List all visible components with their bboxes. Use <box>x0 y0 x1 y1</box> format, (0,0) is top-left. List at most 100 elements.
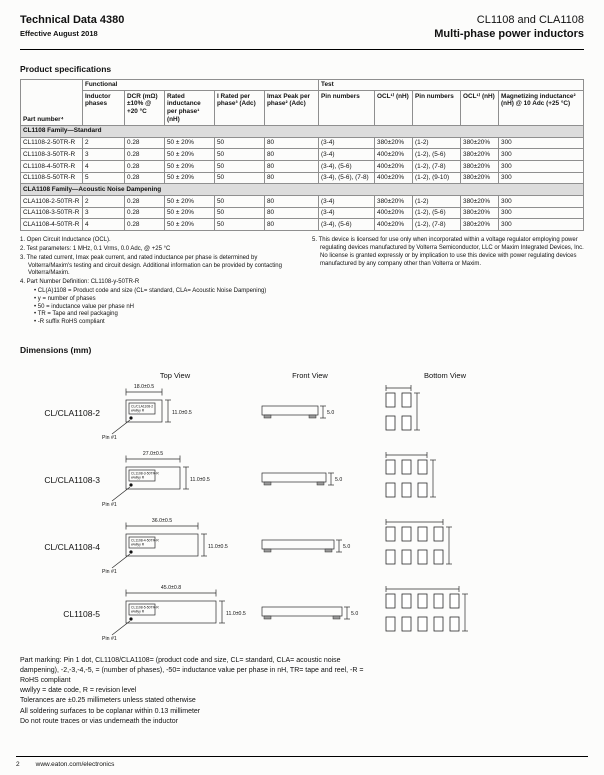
table-cell: 300 <box>498 136 584 150</box>
table-cell: 380±20% <box>460 206 500 220</box>
table-cell: (3-4) <box>318 136 376 150</box>
footnotes-left: 1. Open Circuit Inductance (OCL). 2. Tes… <box>20 237 292 327</box>
width-dimension-label: 27.0±0.5 <box>143 451 163 457</box>
front-dimension-label: 5.0 <box>327 410 334 416</box>
table-cell: 50 <box>214 160 265 173</box>
table-cell: 380±20% <box>460 160 500 173</box>
table-cell: (1-2), (7-8) <box>412 218 462 232</box>
table-cell: 50 ± 20% <box>164 206 215 220</box>
table-cell: 300 <box>498 195 584 208</box>
table-cell: 0.28 <box>124 148 165 161</box>
table-cell: 300 <box>498 171 584 185</box>
column-header: I Rated per phase³ (Adc) <box>214 90 265 126</box>
marking-line1: CL1108-5-50TR-R <box>131 605 159 609</box>
part-number-cell: CL1108-3-50TR-R <box>20 148 83 161</box>
part-marking-notes: Part marking: Pin 1 dot, CL1108/CLA1108=… <box>20 656 380 727</box>
table-cell: 380±20% <box>460 195 500 208</box>
part-number-cell: CLA1108-2-50TR-R <box>20 195 83 208</box>
table-cell: 0.28 <box>124 171 165 185</box>
table-cell: 80 <box>263 136 320 150</box>
pin1-label: Pin #1 <box>102 636 117 642</box>
table-cell: 5 <box>82 171 125 185</box>
table-cell: 400±20% <box>374 148 414 161</box>
height-dimension-label: 11.0±0.5 <box>208 544 228 550</box>
dimension-row: CL/CLA1108-3 27.0±0.5 11.0±0.5 CL1108-3-… <box>20 447 584 514</box>
dimension-row: CL/CLA1108-2 18.0±0.5 11.0±0.5 CL/CLA110… <box>20 380 584 447</box>
front-view-drawing: 5.0 <box>252 592 372 637</box>
column-header: Magnetizing inductance² (nH) @ 10 Adc (+… <box>498 90 584 126</box>
table-cell: 4 <box>82 160 125 173</box>
note-line: Tolerances are ±0.25 millimeters unless … <box>20 697 196 705</box>
table-cell: 0.28 <box>124 218 165 232</box>
table-cell: 80 <box>263 171 320 185</box>
marking-line1: CL/CLA1108-2 <box>131 404 153 408</box>
view-headers: Top View Front View Bottom View <box>20 371 584 380</box>
note-line: wwllyy = date code, R = revision level <box>20 687 137 695</box>
height-dimension-label: 11.0±0.5 <box>172 410 192 416</box>
table-cell: (3-4) <box>318 148 376 161</box>
table-cell: 380±20% <box>374 136 414 150</box>
footnote-5: 5. This device is licensed for use only … <box>312 237 584 267</box>
table-cell: 50 ± 20% <box>164 136 215 150</box>
doc-effective-date: Effective August 2018 <box>20 29 98 38</box>
table-cell: (3-4), (5-6) <box>318 160 376 173</box>
table-cell: 80 <box>263 206 320 220</box>
table-cell: 300 <box>498 160 584 173</box>
dimension-row: CL/CLA1108-4 36.0±0.5 11.0±0.5 CL1108-4-… <box>20 514 584 581</box>
table-cell: 50 <box>214 148 265 161</box>
table-cell: 80 <box>263 218 320 232</box>
front-dimension-label: 5.0 <box>351 611 358 617</box>
bullet-item: TR = Tape and reel packaging <box>34 311 292 319</box>
height-dimension-label: 11.0±0.5 <box>226 611 246 617</box>
table-cell: 400±20% <box>374 218 414 232</box>
table-cell: 0.28 <box>124 206 165 220</box>
table-cell: 80 <box>263 160 320 173</box>
column-header: Rated inductance per phase¹ (nH) <box>164 90 215 126</box>
header-divider <box>20 48 584 50</box>
product-title: CL1108 and CLA1108 <box>476 14 584 26</box>
table-cell: 2 <box>82 195 125 208</box>
top-view-header: Top View <box>159 370 191 380</box>
top-view-drawing: 36.0±0.5 11.0±0.5 CL1108-4-50TR-R wwllyy… <box>102 510 252 585</box>
table-cell: (3-4) <box>318 195 376 208</box>
page-header: Technical Data 4380 Effective August 201… <box>20 14 584 42</box>
table-cell: 380±20% <box>460 136 500 150</box>
table-cell: 0.28 <box>124 136 165 150</box>
pin1-label: Pin #1 <box>102 435 117 441</box>
column-header: Pin numbers <box>412 90 462 126</box>
top-view-drawing: 18.0±0.5 11.0±0.5 CL/CLA1108-2 wwllyy R … <box>102 376 252 451</box>
footnote-1: 1. Open Circuit Inductance (OCL). <box>20 237 111 244</box>
table-cell: 300 <box>498 206 584 220</box>
table-cell: 400±20% <box>374 160 414 173</box>
table-cell: (1-2), (7-8) <box>412 160 462 173</box>
part-label: CL/CLA1108-4 <box>44 542 100 553</box>
front-view-drawing: 5.0 <box>252 391 372 436</box>
top-view-drawing: 45.0±0.8 11.0±0.5 CL1108-5-50TR-R wwllyy… <box>102 577 252 652</box>
pin1-label: Pin #1 <box>102 569 117 575</box>
footnote-3: 3. The rated current, Imax peak current,… <box>20 254 282 277</box>
table-cell: 50 <box>214 171 265 185</box>
bottom-view-drawing <box>372 583 522 646</box>
width-dimension-label: 45.0±0.8 <box>161 585 181 591</box>
column-header-part-number: Part number⁴ <box>20 78 83 126</box>
column-header: Pin numbers <box>318 90 376 126</box>
group-header-test: Test <box>318 78 584 92</box>
footnotes-right: 5. This device is licensed for use only … <box>312 237 584 327</box>
table-cell: 50 <box>214 218 265 232</box>
table-cell: 3 <box>82 206 125 220</box>
table-group-header-row: Part number⁴ Functional Test <box>20 78 584 126</box>
table-cell: 80 <box>263 195 320 208</box>
footnotes: 1. Open Circuit Inductance (OCL). 2. Tes… <box>20 237 584 327</box>
note-line: Do not route traces or vias underneath t… <box>20 717 178 725</box>
table-cell: 380±20% <box>460 171 500 185</box>
marking-line2: wwllyy R <box>131 542 145 546</box>
footer-url[interactable]: www.eaton.com/electronics <box>35 761 115 768</box>
footnote-2: 2. Test parameters: 1 MHz, 0.1 Vrms, 0.0… <box>20 245 171 252</box>
table-section-row: CLA1108 Family—Acoustic Noise Dampening <box>20 183 584 197</box>
dimension-row: CL1108-5 45.0±0.8 11.0±0.5 CL1108-5-50TR… <box>20 581 584 648</box>
part-number-cell: CLA1108-3-50TR-R <box>20 206 83 220</box>
